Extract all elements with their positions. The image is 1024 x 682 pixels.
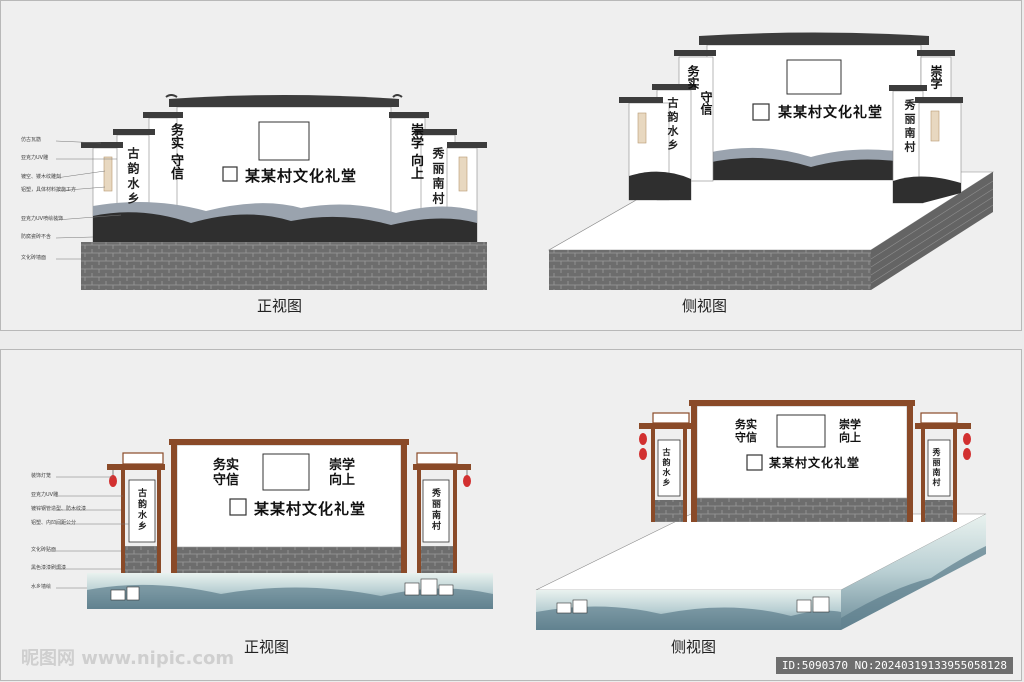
b-annotation-4: 铝塑、内凹间距公分 bbox=[31, 520, 77, 526]
right-gate-top bbox=[413, 464, 471, 470]
side-plaque bbox=[786, 59, 842, 95]
top-side-couplet-right: 秀丽南村 bbox=[903, 99, 916, 155]
annotation-6: 防腐瓷砖不含 bbox=[21, 234, 52, 240]
roof-right-pillar bbox=[415, 129, 457, 135]
bottom-front-caption: 正视图 bbox=[244, 638, 290, 656]
b-annotation-1: 装饰灯笼 bbox=[31, 473, 52, 479]
lantern-left bbox=[109, 475, 117, 487]
lattice-window-right bbox=[458, 156, 468, 192]
top-panel: 某某村文化礼堂 务实 守信 崇学 向上 古韵水乡 秀丽南村 仿古瓦筋 亚克力UV… bbox=[0, 0, 1022, 331]
top-front-couplet-left: 古韵水乡 bbox=[126, 147, 140, 207]
bottom-side-view bbox=[535, 400, 987, 630]
top-side-right-a: 崇学 bbox=[929, 65, 943, 89]
bottom-annotation-lines bbox=[56, 476, 129, 589]
roof-left-pillar bbox=[113, 129, 155, 135]
side-main-roof bbox=[699, 32, 929, 45]
village-houses bbox=[110, 578, 454, 601]
annotation-4: 铝塑，具体材料按施工方 bbox=[21, 187, 77, 193]
right-couplet-board bbox=[422, 479, 450, 543]
wood-post-right bbox=[401, 445, 407, 573]
bottom-plaque bbox=[262, 453, 310, 491]
roof-right-inner bbox=[389, 112, 429, 118]
brick-base bbox=[81, 242, 487, 290]
b-side-plaque bbox=[776, 414, 826, 448]
annotation-2: 亚克力UV雕 bbox=[21, 155, 49, 161]
roof-left-low bbox=[81, 142, 123, 148]
wood-beam bbox=[169, 439, 409, 445]
annotation-5: 亚克力UV喷绘装饰 bbox=[21, 216, 64, 222]
b-annotation-6: 黑色漆漆刷焗漆 bbox=[31, 565, 67, 571]
top-front-hall-name: 某某村文化礼堂 bbox=[245, 167, 358, 185]
left-couplet-board bbox=[128, 479, 156, 543]
top-side-left-a: 务实 bbox=[686, 65, 700, 89]
watermark-id: ID:5090370 NO:20240319133955058128 bbox=[775, 657, 1013, 674]
main-roof bbox=[169, 95, 399, 107]
top-side-couplet-left: 古韵水乡 bbox=[666, 97, 679, 153]
plaque-frame bbox=[258, 121, 310, 161]
bottom-front-slogan-left: 务实 守信 bbox=[213, 458, 240, 488]
bottom-front-couplet-right: 秀丽南村 bbox=[430, 488, 440, 532]
top-side-view bbox=[547, 32, 995, 290]
lantern-right bbox=[463, 475, 471, 487]
wood-post-left bbox=[171, 445, 177, 573]
wave-dark bbox=[93, 212, 477, 242]
top-drawing bbox=[55, 32, 995, 290]
watermark-site: 昵图网 www.nipic.com bbox=[21, 648, 235, 669]
lattice-window-left bbox=[103, 156, 113, 192]
bottom-side-hall-name: 某某村文化礼堂 bbox=[769, 456, 861, 470]
bottom-logo-square bbox=[229, 498, 247, 516]
top-front-slogan-right: 崇学 向上 bbox=[408, 123, 423, 180]
top-side-left-b: 守信 bbox=[699, 91, 713, 115]
roof-left-inner bbox=[143, 112, 183, 118]
b-annotation-7: 水乡墙绘 bbox=[31, 584, 52, 590]
top-front-view bbox=[55, 94, 487, 290]
bottom-brick-wall bbox=[177, 547, 401, 573]
platform-side bbox=[871, 172, 993, 290]
bottom-front-couplet-left: 古韵水乡 bbox=[136, 488, 146, 532]
logo-square bbox=[222, 166, 238, 182]
top-front-caption: 正视图 bbox=[257, 297, 303, 315]
top-front-slogan-left: 务实 守信 bbox=[168, 123, 183, 180]
b-annotation-3: 镀锌钢管造型、防木纹漆 bbox=[31, 506, 87, 512]
b-annotation-5: 文化砖贴面 bbox=[31, 547, 57, 553]
annotation-lines bbox=[55, 140, 122, 260]
bottom-panel: 某某村文化礼堂 务实 守信 崇学 向上 古韵水乡 秀丽南村 装饰灯笼 亚克力UV… bbox=[0, 349, 1022, 681]
bottom-side-slogan-right: 崇学 向上 bbox=[839, 418, 861, 444]
annotation-1: 仿古瓦筋 bbox=[21, 137, 42, 143]
bottom-drawing bbox=[56, 400, 987, 630]
annotation-7: 文化砖墙面 bbox=[21, 255, 47, 261]
bottom-front-slogan-right: 崇学 向上 bbox=[329, 458, 356, 488]
left-gate-top bbox=[107, 464, 165, 470]
top-front-couplet-right: 秀丽南村 bbox=[431, 147, 445, 207]
platform-front bbox=[549, 250, 871, 290]
bottom-side-couplet-right: 秀丽南村 bbox=[932, 448, 942, 488]
top-side-hall-name: 某某村文化礼堂 bbox=[778, 105, 883, 121]
bottom-side-couplet-left: 古韵水乡 bbox=[662, 448, 672, 488]
side-logo-square bbox=[752, 103, 770, 121]
top-side-caption: 侧视图 bbox=[682, 297, 728, 315]
bottom-side-caption: 侧视图 bbox=[671, 638, 717, 656]
annotation-3: 镀空、镂木纹雕刻 bbox=[21, 174, 62, 180]
bottom-side-slogan-left: 务实 守信 bbox=[735, 418, 757, 444]
bottom-front-view bbox=[56, 439, 493, 609]
roof-right-low bbox=[447, 142, 487, 148]
b-annotation-2: 亚克力UV雕 bbox=[31, 492, 59, 498]
bottom-front-hall-name: 某某村文化礼堂 bbox=[254, 500, 367, 518]
